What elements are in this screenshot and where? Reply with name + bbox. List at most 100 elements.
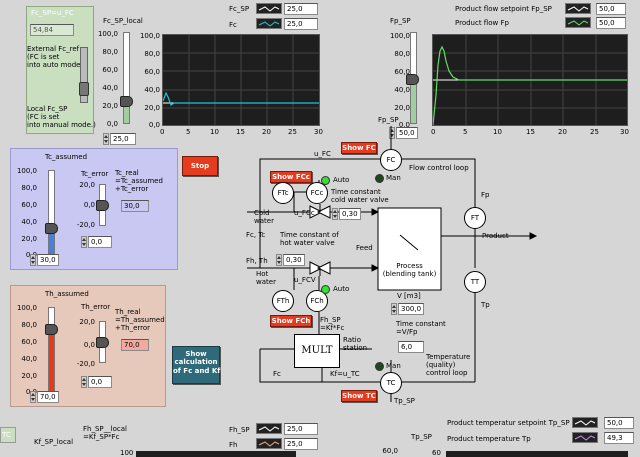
show-tc-button[interactable]: Show TC: [341, 390, 377, 402]
hot-water-label: Hot water: [256, 270, 276, 287]
tc-tick: 100,0: [16, 167, 37, 175]
tc-error-tick: 20,0: [79, 181, 95, 189]
fc-man-label: Man: [386, 174, 401, 182]
chart-fc-pv-line: [163, 91, 319, 106]
fch-controller[interactable]: FCh: [306, 290, 328, 312]
th-error-tick: 20,0: [79, 318, 95, 326]
chart-fc-ytick: 80,0: [144, 50, 160, 58]
fcc-auto-led[interactable]: [321, 176, 330, 185]
tc-cold-spin[interactable]: [332, 208, 338, 220]
fcc-controller[interactable]: FCc: [306, 182, 328, 204]
chart-fc-svg: [163, 35, 319, 125]
chart-fc-plot: [162, 34, 320, 126]
v-value[interactable]: 300,0: [398, 303, 424, 315]
prod-temp-swatch: [572, 432, 598, 443]
prod-temp-sp-legend: Product temperatur setpoint Tp_SP: [447, 419, 570, 427]
mult-block[interactable]: MULT: [294, 334, 340, 368]
prod-temp-sp-swatch: [572, 417, 598, 428]
chart-fc-legend-sp-swatch: [256, 3, 282, 14]
fcc-auto-label: Auto: [333, 176, 350, 184]
fc-sp-local-value[interactable]: 25,0: [110, 133, 136, 145]
chart-fp-legend-sp-value: 50,0: [596, 3, 626, 15]
chart-fc-ytick: 0,0: [148, 121, 160, 129]
show-fch-button[interactable]: Show FCh: [270, 315, 312, 327]
th-tick: 60,0: [21, 338, 37, 346]
tp-sp-bottom-label: Tp_SP: [411, 433, 432, 441]
tc-assumed-knob[interactable]: [45, 223, 58, 234]
tc-real-value: 30,0: [121, 200, 149, 212]
fc-sp-local-knob[interactable]: [120, 96, 133, 107]
fc-controller[interactable]: FC: [380, 149, 402, 171]
tc-assumed-fill: [49, 229, 54, 255]
prod-temp-sp-value: 50,0: [604, 417, 634, 429]
th-error-spin[interactable]: [81, 376, 87, 388]
tc-controller[interactable]: TC: [380, 372, 402, 394]
tconst-value: 6,0: [398, 341, 424, 353]
tc-man-led[interactable]: [375, 362, 384, 371]
v-label: V [m3]: [397, 292, 421, 300]
tc-panel: Tc_assumed 100,0 80,0 60,0 40,0 20,0 0,0…: [10, 148, 178, 270]
prod-temp-legend: Product temperature Tp: [447, 435, 531, 443]
tc-tick: 80,0: [21, 184, 37, 192]
prod-temp-value: 49,3: [604, 432, 634, 444]
fc-sp-local-spin[interactable]: [103, 133, 109, 145]
fch-auto-led[interactable]: [321, 285, 330, 294]
th-assumed-knob[interactable]: [45, 324, 58, 335]
tc-error-tick: 0,0: [83, 201, 95, 209]
stop-button[interactable]: Stop: [182, 156, 218, 176]
tc-hot-spin[interactable]: [276, 254, 282, 266]
tc-error-knob[interactable]: [96, 200, 109, 211]
fc-tc-label: Fc, Tc: [246, 231, 266, 239]
chart-fp-ytick: 80,0: [394, 50, 410, 58]
tc-error-spin[interactable]: [81, 236, 87, 248]
show-fc-button[interactable]: Show FC: [341, 142, 377, 154]
tc-cold-value[interactable]: 0,30: [339, 208, 361, 220]
tick: 0,0: [106, 120, 118, 128]
tick: 20,0: [102, 102, 118, 110]
th-assumed-spin[interactable]: [30, 391, 36, 403]
mode-toggle-lever[interactable]: [79, 82, 89, 96]
fp-label: Fp: [481, 191, 490, 199]
u-fcc-label: u_FCc: [294, 209, 315, 217]
th-error-knob[interactable]: [96, 337, 109, 348]
chart-fc-legend-sp: Fc_SP: [229, 5, 250, 13]
chart-fc-legend-pv: Fc: [229, 21, 237, 29]
th-assumed-fill: [49, 332, 54, 392]
chart-fp-ytick: 0,0: [398, 121, 410, 129]
bottom-right-plot: [446, 451, 628, 457]
chart-fc-xtick: 30: [314, 128, 323, 136]
external-mode-text: External Fc_ref (FC is set into auto mod…: [27, 45, 86, 70]
ft-transmitter: FT: [464, 207, 486, 229]
tconst-label: Time constant =V/Fp: [396, 320, 446, 337]
fh-sp-local-label: Fh_SP__local =Kf_SP*Fc: [83, 425, 127, 442]
tc-assumed-value[interactable]: 30,0: [37, 254, 59, 266]
mode-toggle-switch[interactable]: [79, 47, 89, 103]
th-tick: 20,0: [21, 372, 37, 380]
tc-tick: 60,0: [21, 201, 37, 209]
chart-fp-xtick: 15: [526, 128, 535, 136]
tc-assumed-spin[interactable]: [30, 254, 36, 266]
kf-u-tc-label: Kf=u_TC: [330, 370, 360, 378]
tc-tick: 20,0: [21, 235, 37, 243]
th-tick: 40,0: [21, 355, 37, 363]
th-assumed-value[interactable]: 70,0: [37, 391, 59, 403]
fc-man-led[interactable]: [375, 174, 384, 183]
show-calculation-button[interactable]: Show calculation of Fc and Kf: [172, 346, 220, 384]
fc-sp-local-slider[interactable]: [123, 32, 130, 124]
fp-sp-value[interactable]: 50,0: [396, 127, 418, 139]
chart-fc-ytick: 20,0: [144, 104, 160, 112]
chart-fp-legend-pv: Product flow Fp: [455, 19, 509, 27]
tc-error-value[interactable]: 0,0: [88, 236, 112, 248]
v-spin[interactable]: [391, 303, 397, 315]
th-error-value[interactable]: 0,0: [88, 376, 112, 388]
chart-fc-ytick: 60,0: [144, 68, 160, 76]
tc-man-label: Man: [386, 362, 401, 370]
fp-sp-knob[interactable]: [406, 74, 419, 85]
th-panel: Th_assumed 100,0 80,0 60,0 40,0 20,0 0,0…: [10, 285, 166, 407]
chart-fp-xtick: 5: [463, 128, 468, 136]
show-fcc-button[interactable]: Show FCc: [270, 171, 312, 183]
tc-hot-value[interactable]: 0,30: [283, 254, 305, 266]
tick: 60,0: [102, 66, 118, 74]
fp-sp-spin[interactable]: [389, 127, 395, 139]
